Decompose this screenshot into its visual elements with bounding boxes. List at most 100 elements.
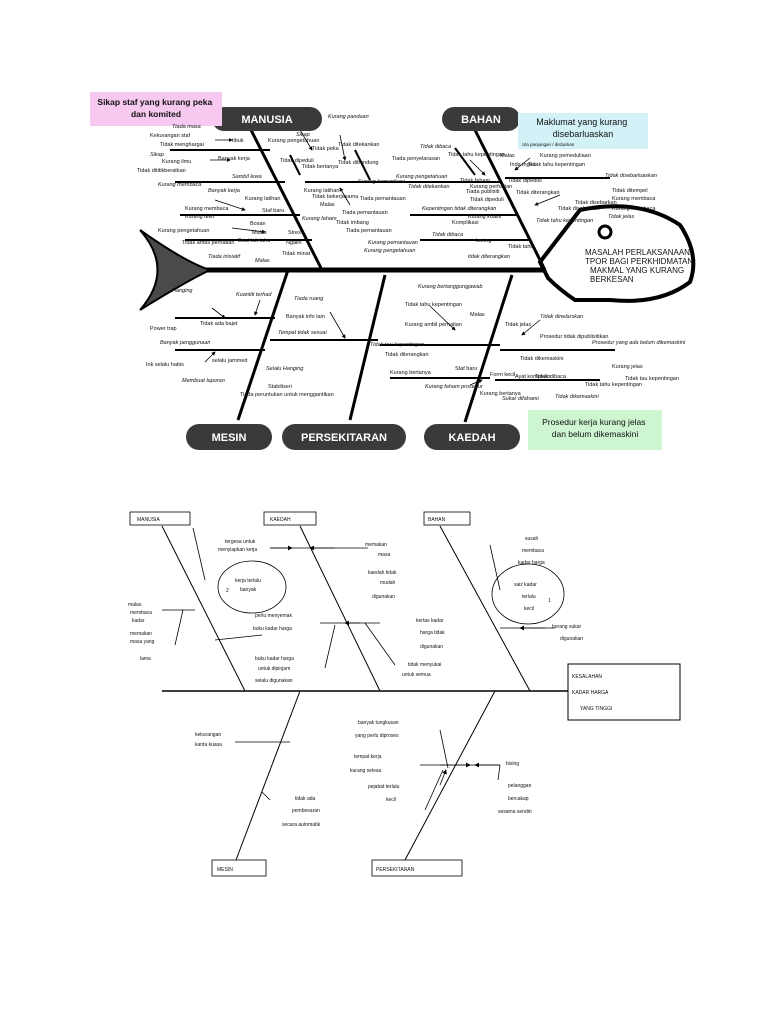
label-diagram1-kaedah_labels-2: Malas: [470, 312, 485, 318]
label-diagram1-manusia_labels-16: Bosan: [250, 221, 266, 227]
label-diagram1-kaedah_labels-7: Prosedur yang ada belum dikemaskini: [592, 340, 686, 346]
svg-text:Sikap staf yang kurang peka: Sikap staf yang kurang peka dan komited: [97, 97, 214, 119]
label-diagram1-kaedah_labels-6: Prosedur tidak dipublisitikan: [540, 334, 608, 340]
label-diagram2-labels-m6-0: buku kadar harga: [255, 656, 294, 662]
label-diagram1-kaedah_labels-3: Kurang ambil perhatian: [405, 322, 462, 328]
ellipse-saiz-kecil: [491, 563, 565, 625]
label-diagram1-bahan_labels-15: tidak diterangkan: [468, 254, 510, 260]
cat2-mesin-label: MESIN: [217, 867, 233, 873]
label-diagram1-manusia_labels-39: Kurang pemantauan: [368, 240, 418, 246]
label-diagram1-kaedah_labels-21: Tidak dibaca: [535, 374, 567, 380]
label-diagram1-manusia_labels-22: Ngalih: [286, 240, 302, 246]
callout-green: Prosedur kerja kurang jelas dan belum di…: [528, 410, 662, 450]
bone-persekitaran: [348, 274, 387, 421]
label-diagram1-kaedah_labels-19: Sukar difahami: [502, 396, 539, 402]
label-diagram1-categories-mesin: MESIN: [212, 432, 247, 444]
label-diagram2-labels-m1-0: tergesa untuk: [225, 539, 256, 545]
label-diagram1-bahan_labels-13: boring: [476, 238, 491, 244]
bone-mesin: [236, 269, 290, 421]
label-diagram2-labels-k4-0: tidak menyukai: [408, 662, 441, 668]
label-diagram1-mesin_labels-8: Selalu Hanging: [266, 366, 304, 372]
label-diagram1-head-0: MASALAH PERLAKSANAAN: [585, 248, 690, 257]
fish-eye: [597, 224, 613, 240]
label-diagram1-kaedah_labels-4: Tidak jelas: [505, 322, 531, 328]
cat2-bahan-label: BAHAN: [428, 517, 446, 523]
diagram-1: MASALAH PERLAKSANAAN TPOR BAGI PERKHIDMA…: [90, 92, 696, 450]
label-diagram1-mesin_labels-2: Power trap: [150, 326, 177, 332]
label-diagram1-manusia_labels-35: Malas: [320, 202, 335, 208]
label-diagram1-bahan_labels-25: Kurang membaca: [612, 196, 656, 202]
diagram2-arrows: [270, 545, 555, 786]
label-diagram1-bahan_labels-21: Tidak diterangkan: [516, 190, 560, 196]
bone2-manusia: [161, 525, 246, 692]
label-diagram1-kaedah_labels-0: Kurang bertanggungjawab: [418, 284, 483, 290]
cat2-manusia-label: MANUSIA: [137, 517, 160, 523]
label-diagram1-manusia_labels-33: Tidak bekerjasama: [312, 194, 359, 200]
label-diagram1-mesin_labels-6: selalu jammed: [212, 358, 247, 364]
label-diagram1-manusia_labels-20: Buat tak tahu: [238, 238, 270, 244]
label-diagram1-bahan_labels-26: Tidak ditempel: [612, 188, 648, 194]
label-diagram1-head-2: MAKMAL YANG KURANG: [590, 266, 684, 275]
label-diagram1-callouts-green-1: dan belum dikemaskini: [552, 429, 639, 439]
label-diagram1-manusia_labels-18: Tidak ambil perhatian: [182, 240, 234, 246]
label-diagram2-labels-m6-2: selalu digunakan: [255, 678, 293, 684]
label-diagram1-bahan_labels-3: Kurang pengetahuan: [396, 174, 447, 180]
fish-tail: [139, 229, 213, 311]
label-diagram1-bahan_labels-12: Tidak dibaca: [432, 232, 463, 238]
label-diagram2-labels-m6-1: untuk dipinjam: [258, 666, 290, 672]
label-diagram1-callouts-cyan_top-0: Maklumat yang kurang: [536, 117, 627, 127]
label-diagram2-labels-p5-2: sesama sendiri: [498, 809, 532, 815]
cat2-kaedah-label: KAEDAH: [270, 517, 291, 523]
label-diagram2-labels-m3-2: kadar: [132, 618, 145, 624]
label-diagram1-manusia_labels-24: Malas: [255, 258, 270, 264]
label-diagram2-labels-b1-1: membaca: [522, 548, 544, 554]
label-diagram1-manusia_labels-12: Kurang membaca: [185, 206, 229, 212]
label-diagram1-kaedah_labels-14: Staf baru: [455, 366, 477, 372]
fish-head: [537, 204, 696, 303]
label-diagram1-head-1: TPOR BAGI PERKHIDMATAN: [585, 257, 693, 266]
label-diagram1-persekitaran_labels-0: Tiada ruang: [294, 296, 324, 302]
label-diagram1-callouts-green-0: Prosedur kerja kurang jelas: [542, 417, 645, 427]
label-diagram1-kaedah_labels-22: Tidak tahu kepentingan: [585, 382, 642, 388]
bahan-labels: Tidak dibaca Tidak tahu kepentingan Tiad…: [392, 144, 657, 260]
label-diagram1-manusia_labels-30: Kurang pengetahuan: [268, 138, 319, 144]
label-diagram2-labels-p5-0: pelanggan: [508, 783, 532, 789]
cat2-kaedah-box: [263, 511, 317, 526]
label-diagram1-mesin_labels-5: Ink selalu habis: [146, 362, 184, 368]
label-diagram2-labels-k1-1: masa: [378, 552, 390, 558]
label-diagram1-kaedah_labels-8: Tidak tau kepentingan: [370, 342, 424, 348]
label-diagram2-labels-p2-1: kurang selesa: [350, 768, 381, 774]
cat2-persekitaran-box: [371, 859, 463, 877]
label-diagram1-manusia_labels-21: Stres: [288, 230, 301, 236]
label-diagram1-persekitaran_labels-2: Tempat tidak sesuai: [278, 330, 327, 336]
diagram-2: [129, 511, 681, 877]
callout-cyan: Maklumat yang kurang disebarluaskan Ula …: [518, 113, 648, 149]
label-diagram2-labels-ms1-1: kanta kuasa: [195, 742, 222, 748]
bone2-persekitaran: [404, 690, 496, 861]
label-diagram1-manusia_labels-31: Tidak dipeduli: [280, 158, 314, 164]
svg-text:Prosedur kerja kurang jelas: Prosedur kerja kurang jelas dan belum di…: [542, 417, 648, 439]
label-diagram2-labels-b3-1: digunakan: [560, 636, 583, 642]
label-diagram1-bahan_labels-4: Tidak ditekankan: [408, 184, 450, 190]
label-diagram2-labels-k4-1: untuk semua: [402, 672, 431, 678]
label-diagram1-manusia_labels-25: Kurang faham: [302, 216, 337, 222]
label-diagram1-bahan_labels-0: Tidak dibaca: [420, 144, 451, 150]
label-diagram1-kaedah_labels-10: Tidak dikemaskini: [520, 356, 564, 362]
label-diagram1-bahan_labels-8: Tidak dipeduli: [470, 197, 504, 203]
label-diagram2-labels-b1-0: susah: [525, 536, 539, 542]
cat2-persekitaran-label: PERSEKITARAN: [376, 867, 415, 873]
label-diagram1-manusia_labels-3: Tidak menghargai: [160, 142, 204, 148]
label-diagram2-labels-m4-2: lama: [140, 656, 151, 662]
small-arrows-1: [204, 129, 561, 386]
kaedah-labels: Kurang bertanggungjawab Tidak tahu kepen…: [370, 284, 686, 402]
label-diagram1-bahan_labels-24: Tidak jelas: [608, 214, 634, 220]
bone-kaedah: [463, 274, 514, 423]
label-diagram2-labels-k1-0: memakan: [365, 542, 387, 548]
